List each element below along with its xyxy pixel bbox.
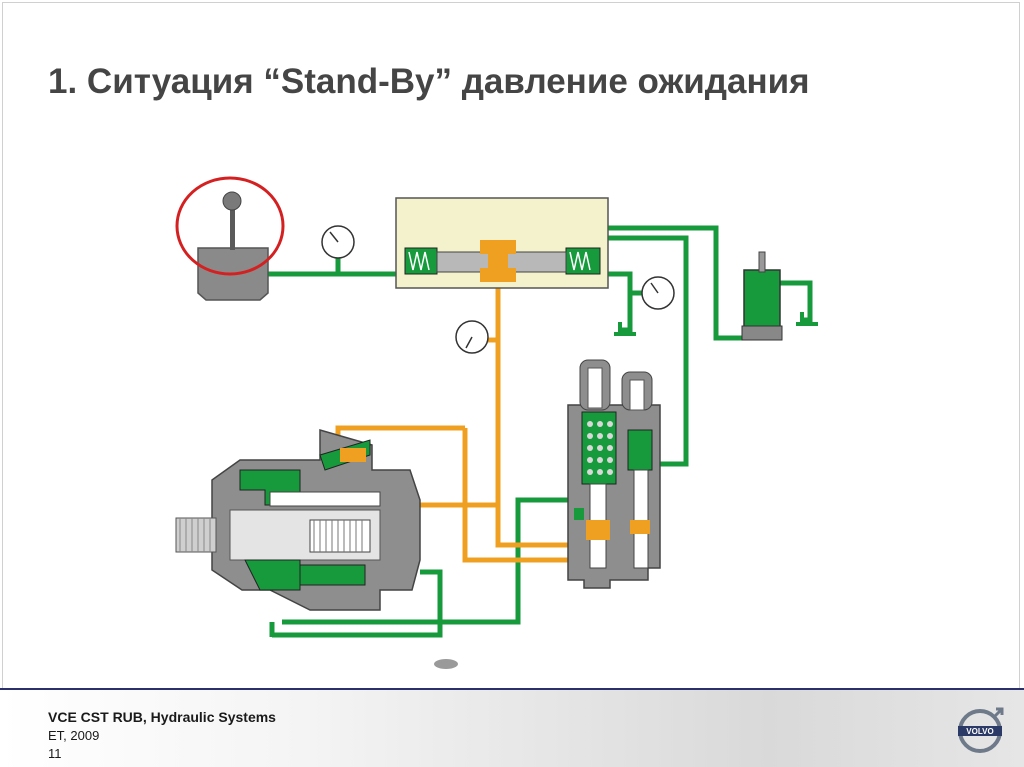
- hydraulic-diagram: [175, 176, 818, 669]
- footer-bar: [0, 690, 1024, 767]
- hydraulic-pump: [175, 429, 421, 611]
- logo-text: VOLVO: [966, 727, 993, 736]
- footer-divider: [0, 688, 1024, 691]
- drain-symbols: [614, 312, 818, 336]
- page-number: 11: [48, 746, 62, 761]
- pressure-gauge-3: [641, 276, 675, 310]
- joystick: [197, 191, 269, 301]
- control-valve: [395, 197, 609, 289]
- highlight-circle: [175, 176, 285, 276]
- hydraulic-cylinder: [741, 251, 783, 341]
- volvo-logo: VOLVO: [958, 707, 1004, 753]
- pressure-gauge-2: [455, 320, 489, 354]
- pressure-gauge-1: [321, 225, 355, 259]
- footer-date: ET, 2009: [48, 728, 100, 743]
- partial-shape: [434, 659, 458, 669]
- slide-title: 1. Ситуация “Stand-By” давление ожидания: [48, 62, 810, 101]
- load-sensing-valve: [567, 359, 661, 589]
- footer-company: VCE CST RUB, Hydraulic Systems: [48, 709, 276, 725]
